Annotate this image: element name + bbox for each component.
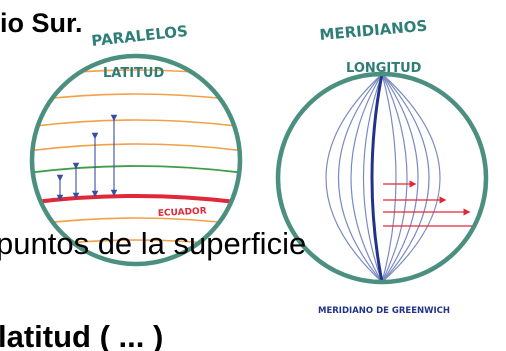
parallel-lines: [32, 69, 240, 249]
longitude-arrows: [383, 180, 486, 230]
parallel-green-line: [32, 165, 240, 175]
slide-text-line-1: io Sur.: [0, 8, 83, 38]
slide-text-line-2: puntos de la superficie: [0, 226, 307, 261]
parallels-title: PARALELOS: [91, 22, 189, 50]
longitude-title: LONGITUD: [346, 61, 422, 76]
equator-line: [32, 194, 240, 206]
meridians-globe: MERIDIANOS LONGITUD MERIDIANO DE GREENWI…: [275, 17, 489, 316]
greenwich-meridian: [370, 74, 384, 282]
greenwich-label: MERIDIANO DE GREENWICH: [318, 306, 450, 316]
right-globe-outline: [275, 71, 489, 285]
equator-label: ECUADOR: [158, 206, 207, 219]
meridians-title: MERIDIANOS: [319, 17, 428, 44]
meridian-lines: [325, 74, 441, 282]
latitude-title: LATITUD: [103, 66, 164, 81]
slide-text-line-3: latitud ( ... ): [0, 319, 164, 351]
latitude-arrows: [56, 114, 118, 202]
